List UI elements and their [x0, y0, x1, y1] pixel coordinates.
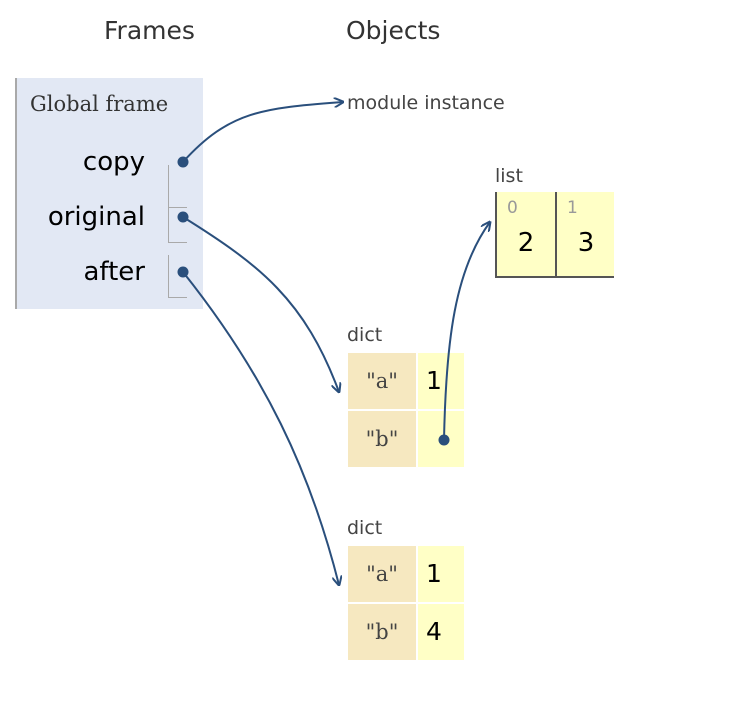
dict-key: "b"	[348, 604, 416, 660]
dict-key: "b"	[348, 411, 416, 467]
variable-slot-copy	[168, 165, 187, 208]
pointer-copy-to-module	[182, 102, 343, 163]
list-value: 3	[577, 228, 595, 258]
dict-value: 1	[418, 353, 464, 409]
pointer-original-to-dict	[182, 216, 339, 392]
list-value: 2	[517, 228, 535, 258]
list-object: 0 2 1 3	[495, 192, 614, 278]
global-frame: Global frame copy original after	[15, 78, 203, 309]
variable-name-copy: copy	[82, 147, 145, 177]
dict-row: "b"	[348, 411, 464, 467]
dict-row: "b" 4	[348, 604, 464, 660]
pointer-dot-dict-b	[438, 434, 450, 446]
list-label: list	[495, 165, 523, 187]
list-cell: 0 2	[497, 192, 557, 276]
dict-row: "a" 1	[348, 353, 464, 409]
variable-slot-after	[168, 255, 187, 298]
objects-heading: Objects	[346, 16, 441, 45]
dict-row: "a" 1	[348, 546, 464, 602]
list-index: 1	[567, 198, 578, 218]
global-frame-title: Global frame	[30, 92, 169, 116]
list-cell: 1 3	[557, 192, 615, 276]
variable-name-original: original	[47, 202, 145, 232]
module-instance-label: module instance	[347, 92, 505, 114]
variable-name-after: after	[83, 257, 145, 287]
variable-slot-original	[168, 200, 187, 243]
pointer-dot-original	[177, 211, 189, 223]
dict-value: 4	[418, 604, 464, 660]
frames-heading: Frames	[104, 16, 195, 45]
dict-label: dict	[347, 517, 383, 539]
dict-key: "a"	[348, 546, 416, 602]
dict-key: "a"	[348, 353, 416, 409]
pointer-after-to-dict	[182, 271, 339, 585]
pointer-dot-after	[177, 266, 189, 278]
dict-value: 1	[418, 546, 464, 602]
dict-label: dict	[347, 324, 383, 346]
pointer-dict-b-to-list	[443, 222, 490, 441]
pointer-dot-copy	[177, 156, 189, 168]
list-index: 0	[507, 198, 518, 218]
